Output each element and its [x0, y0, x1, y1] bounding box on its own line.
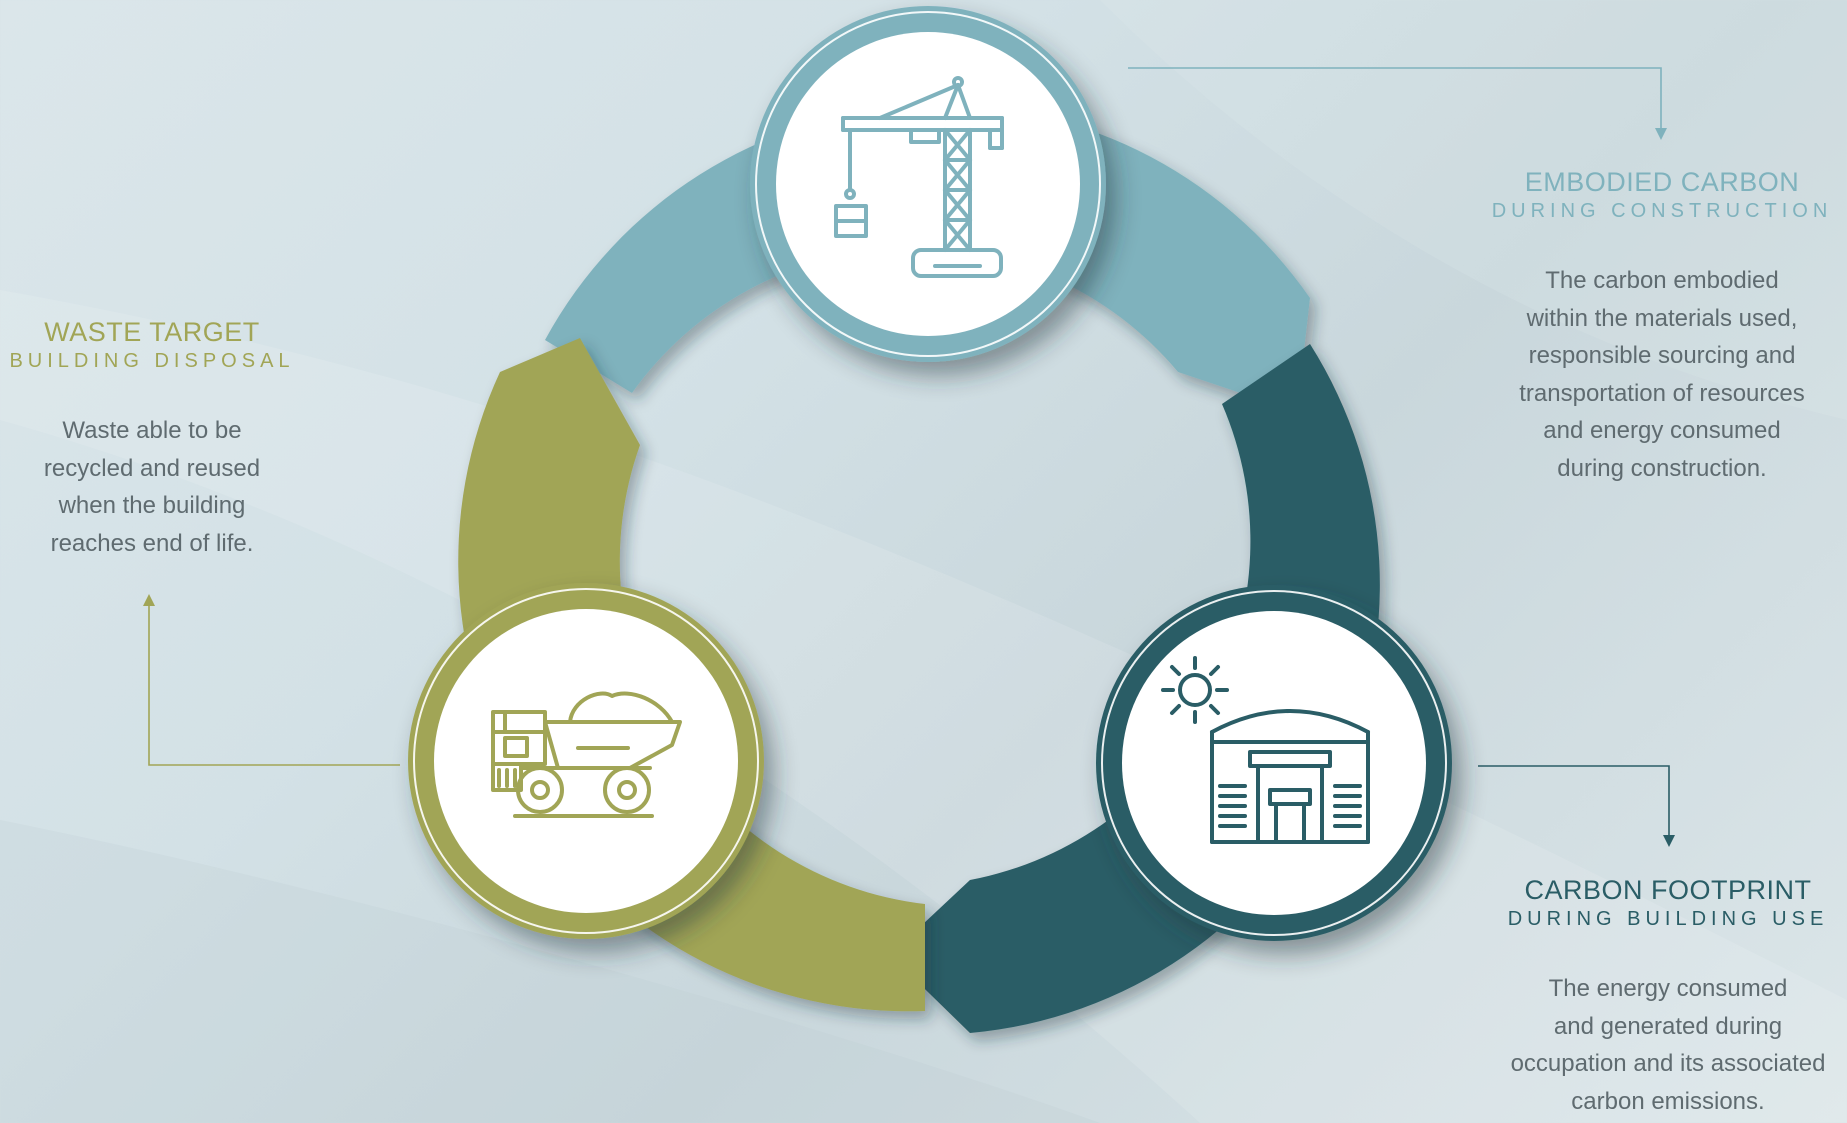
warehouse-sun-icon: [1161, 656, 1370, 844]
tower-crane-icon: [834, 76, 1004, 278]
waste-description: Waste able to be recycled and reused whe…: [0, 412, 304, 562]
description-line: carbon emissions.: [1571, 1087, 1765, 1115]
description-line: Waste able to be: [62, 417, 242, 444]
description-line: The energy consumed: [1548, 975, 1788, 1002]
embodied-title: EMBODIED CARBON: [1524, 167, 1800, 197]
footprint-description: The energy consumed and generated during…: [1478, 970, 1847, 1120]
description-line: within the materials used,: [1526, 304, 1798, 332]
description-line: transportation of resources: [1519, 379, 1805, 407]
description-line: when the building: [58, 492, 246, 519]
description-line: The carbon embodied: [1545, 267, 1779, 294]
description-line: reaches end of life.: [50, 529, 254, 557]
embodied-info: EMBODIED CARBON DURING CONSTRUCTION The …: [1472, 166, 1847, 487]
embodied-circle: [750, 6, 1106, 362]
footprint-info: CARBON FOOTPRINT DURING BUILDING USE The…: [1478, 874, 1847, 1120]
dump-truck-icon: [491, 691, 682, 818]
waste-subtitle: BUILDING DISPOSAL: [9, 350, 295, 372]
description-line: during construction.: [1557, 454, 1767, 482]
description-line: responsible sourcing and: [1528, 342, 1796, 369]
embodied-arrow: [545, 104, 1310, 413]
footprint-circle: [1096, 585, 1452, 941]
description-line: recycled and reused: [43, 454, 261, 482]
footprint-subtitle: DURING BUILDING USE: [1507, 908, 1829, 930]
connector-embodied: [1128, 67, 1667, 140]
description-line: occupation and its associated: [1510, 1050, 1826, 1077]
description-line: and energy consumed: [1543, 417, 1781, 444]
description-line: and generated during: [1553, 1012, 1783, 1040]
connector-footprint: [1478, 765, 1675, 847]
embodied-description: The carbon embodied within the materials…: [1472, 262, 1847, 487]
waste-circle: [408, 583, 764, 939]
connector-waste: [143, 594, 400, 766]
footprint-title: CARBON FOOTPRINT: [1524, 875, 1812, 905]
waste-title: WASTE TARGET: [44, 317, 260, 347]
waste-info: WASTE TARGET BUILDING DISPOSAL Waste abl…: [0, 316, 304, 562]
embodied-subtitle: DURING CONSTRUCTION: [1491, 200, 1833, 222]
